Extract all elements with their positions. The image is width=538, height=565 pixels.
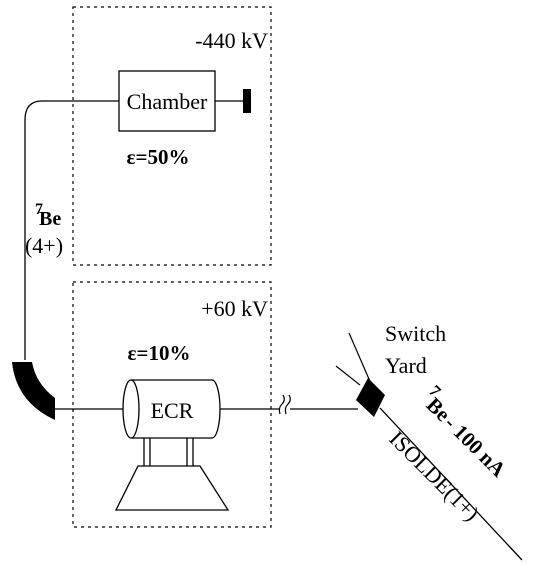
chamber-label: Chamber [127, 89, 208, 114]
isolde-beam-line [379, 407, 523, 561]
high-voltage-platform-box [72, 6, 272, 266]
line-break-mark [278, 394, 291, 415]
beam-current-label: - 100 nA [440, 411, 511, 482]
platform-voltage-label: -440 kV [195, 28, 268, 53]
bending-magnet [12, 362, 55, 420]
ecr-source [122, 379, 221, 439]
switch-yard-label-line2: Yard [385, 353, 427, 378]
switch-yard-port-line [348, 332, 373, 387]
ecr-efficiency-label: ε=10% [128, 341, 191, 365]
chamber-box [118, 70, 216, 132]
beam-stop [243, 89, 251, 113]
beam-line-to-chamber [24, 100, 119, 360]
switch-yard-label-line1: Switch [385, 321, 446, 346]
ecr-platform-box [72, 281, 272, 528]
switch-yard-port-line-2 [335, 365, 361, 386]
chamber-efficiency-label: ε=50% [127, 145, 190, 169]
switch-yard-magnet [356, 378, 385, 417]
ecr-stand [114, 438, 230, 511]
isotope-mass-left: 7 [35, 201, 43, 218]
charge-state-label: (4+) [25, 233, 63, 258]
ecr-platform-voltage-label: +60 kV [201, 296, 268, 321]
ecr-label: ECR [151, 398, 194, 423]
isotope-symbol-left: Be [39, 208, 61, 230]
